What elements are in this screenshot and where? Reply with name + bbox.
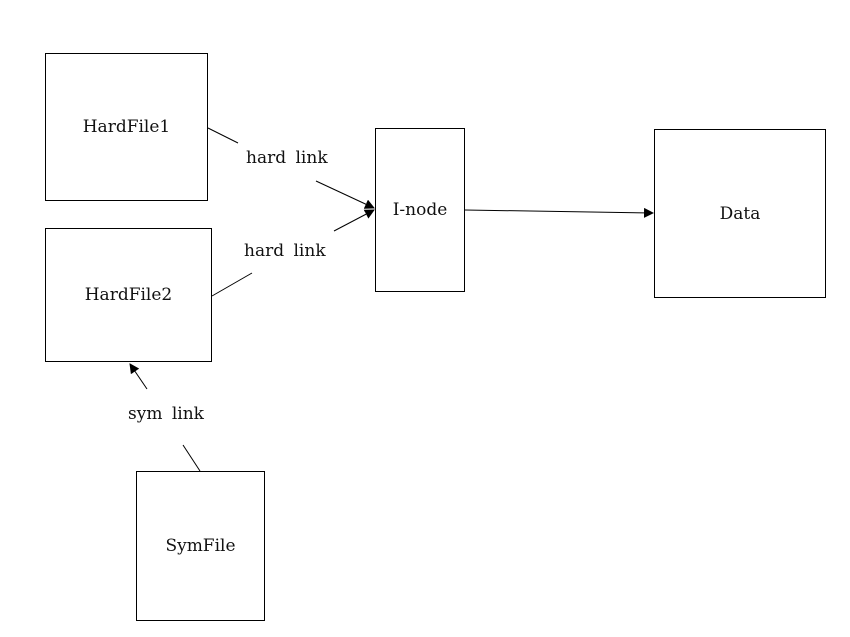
inode-to-data-arrow [464,207,654,218]
inode-box: I-node [375,128,465,292]
symfile-box: SymFile [136,471,265,621]
hardfile1-label: HardFile1 [82,117,171,137]
symfile-label: SymFile [165,536,236,556]
sym-link-line-start [182,444,201,472]
hard-link-1-label: hard link [244,148,330,168]
sym-link-label: sym link [126,404,206,424]
sym-link-arrow [129,363,148,390]
hard-link-2-label: hard link [242,241,328,261]
hardfile2-box: HardFile2 [45,228,212,362]
data-box: Data [654,129,826,298]
hard-link-2-line-start [211,272,253,297]
hard-link-1-arrow [315,180,375,209]
hard-link-1-line-start [207,127,239,144]
hard-link-2-arrow [333,209,375,232]
inode-label: I-node [392,200,448,220]
hardfile2-label: HardFile2 [84,285,173,305]
data-label: Data [719,203,761,224]
hardfile1-box: HardFile1 [45,53,208,201]
